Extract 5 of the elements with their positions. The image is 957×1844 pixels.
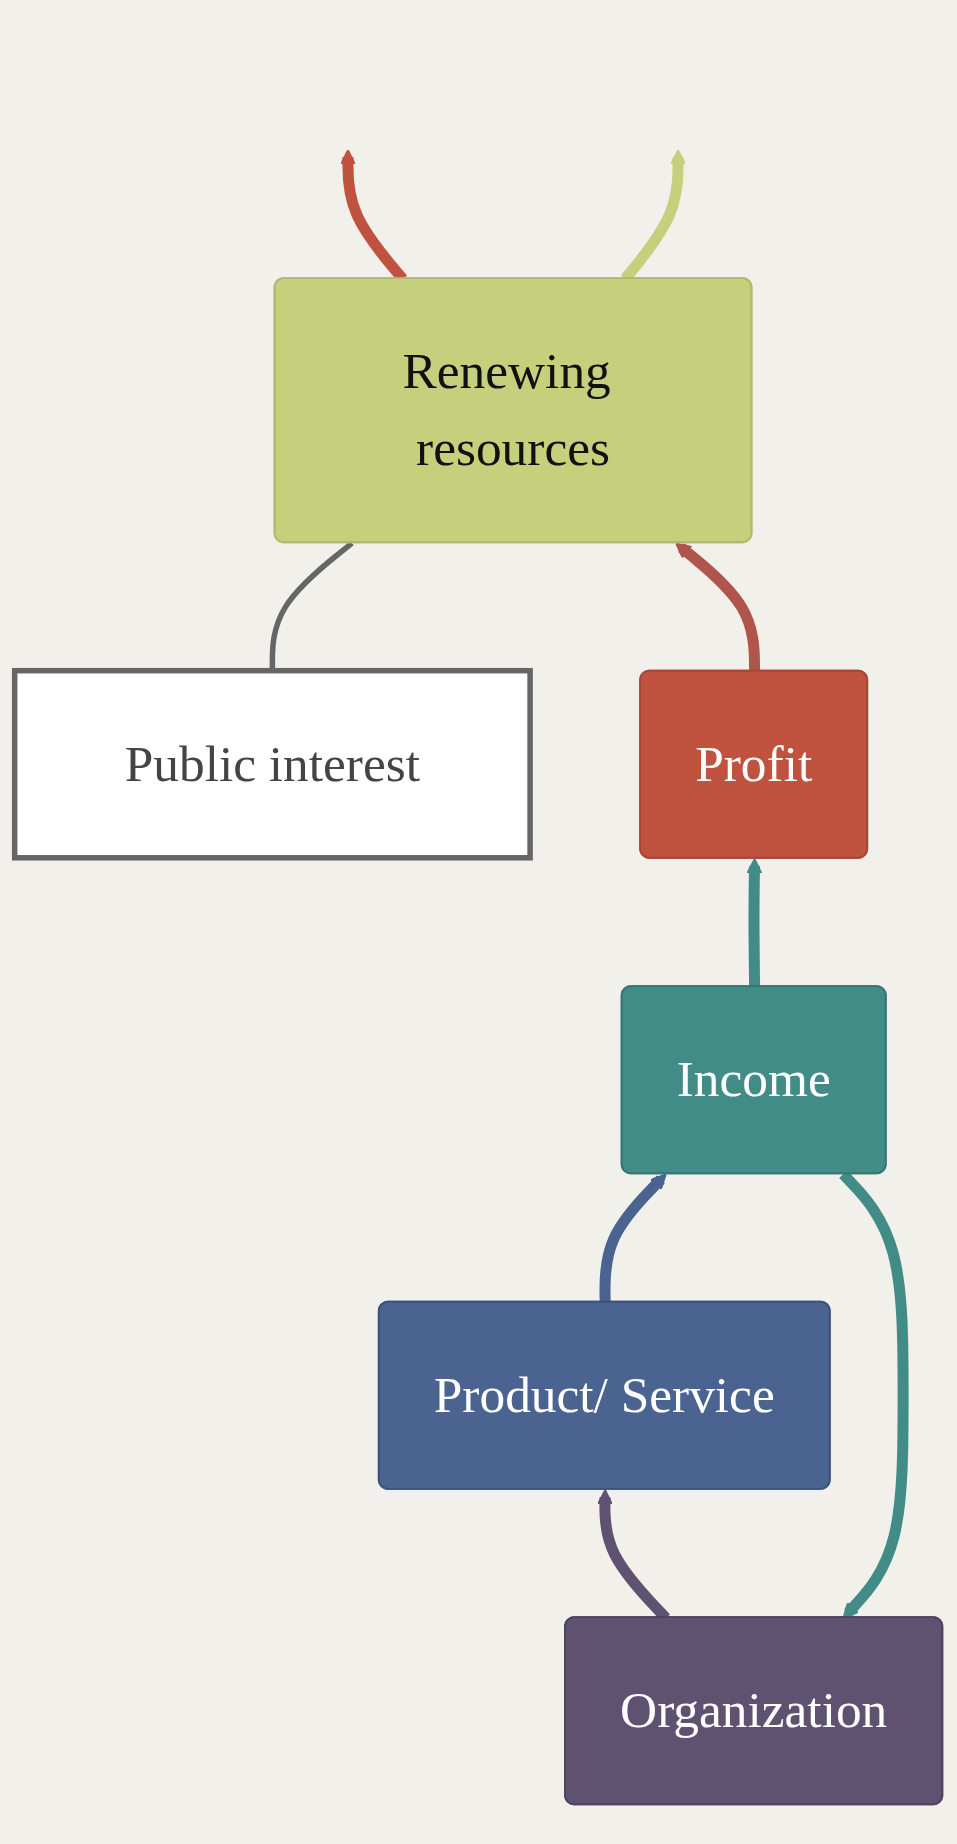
node-box: Public interest: [11, 667, 533, 861]
arrow: [675, 542, 761, 672]
arrow: [599, 1173, 667, 1303]
arrow: [746, 857, 763, 988]
connector: [269, 541, 354, 671]
